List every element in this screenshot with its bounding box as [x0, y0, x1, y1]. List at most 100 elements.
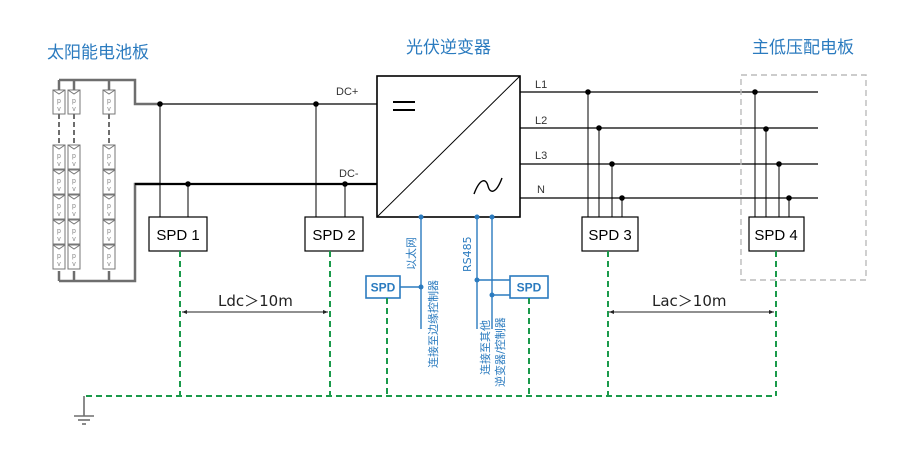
pv-module: pv — [67, 169, 81, 195]
pv-label: p — [72, 253, 76, 260]
pv-label: v — [107, 161, 111, 168]
pv-label: v — [57, 261, 61, 268]
pv-module: pv — [52, 219, 66, 245]
pv-label: v — [107, 261, 111, 268]
junction-dot — [763, 126, 769, 132]
pv-label: p — [107, 203, 111, 210]
pv-label: p — [72, 98, 76, 105]
junction-dot — [185, 181, 191, 187]
spd1-label: SPD 1 — [156, 227, 199, 244]
ac-label-l1: L1 — [535, 79, 547, 91]
ac-sine-icon — [473, 177, 503, 195]
spd1-connections — [159, 104, 189, 217]
junction-dot — [776, 161, 782, 167]
pv-module: pv — [52, 89, 66, 115]
dc-symbol-icon — [393, 101, 415, 111]
pv-label: v — [57, 186, 61, 193]
pv-module: pv — [52, 194, 66, 220]
pv-module: pv — [102, 244, 116, 270]
spd3-box[interactable]: SPD 3 — [581, 216, 639, 252]
spd2-label: SPD 2 — [312, 227, 355, 244]
junction-dot — [489, 214, 495, 220]
ac-bus — [520, 91, 818, 199]
spd3-label: SPD 3 — [588, 227, 631, 244]
spd3-connections — [587, 92, 623, 217]
pv-label: v — [107, 211, 111, 218]
pv-label: p — [107, 178, 111, 185]
pv-label: p — [107, 98, 111, 105]
rs485-label: RS485 — [461, 236, 474, 272]
pv-label: p — [57, 98, 61, 105]
pv-module: pv — [52, 244, 66, 270]
junction-dot — [609, 161, 615, 167]
spd-rs485-box[interactable]: SPD — [509, 275, 549, 299]
pv-module: pv — [52, 169, 66, 195]
pv-label: v — [72, 211, 76, 218]
junction-dot — [752, 89, 758, 95]
pv-module: pv — [102, 169, 116, 195]
pv-label: p — [57, 178, 61, 185]
spd-ethernet-box[interactable]: SPD — [365, 275, 401, 299]
pv-label: p — [72, 203, 76, 210]
pv-module: pv — [102, 89, 116, 115]
ac-label-l3: L3 — [535, 150, 547, 162]
pv-label: v — [72, 186, 76, 193]
inverter-box[interactable] — [376, 75, 521, 218]
distribution-board-box — [740, 74, 867, 281]
dc-positive-label: DC+ — [336, 86, 358, 98]
pv-label: p — [72, 178, 76, 185]
junction-dot — [418, 214, 424, 220]
pv-module: pv — [102, 194, 116, 220]
pv-label: v — [57, 236, 61, 243]
pv-positive-wire — [59, 78, 160, 106]
pv-label: p — [57, 253, 61, 260]
ac-distance-marker: Lac＞10m — [609, 292, 774, 314]
ac-label-l2: L2 — [535, 115, 547, 127]
inverter-title: 光伏逆变器 — [406, 38, 491, 58]
distribution-board-title: 主低压配电板 — [752, 38, 854, 58]
pv-label: v — [57, 161, 61, 168]
spd4-connections — [754, 92, 790, 217]
spd-ethernet-label: SPD — [371, 281, 396, 295]
junction-dot — [157, 101, 163, 107]
pv-module: pv — [67, 244, 81, 270]
junction-dot — [585, 89, 591, 95]
spd2-box[interactable]: SPD 2 — [304, 216, 364, 252]
communication-lines — [400, 217, 510, 329]
pv-label: v — [57, 211, 61, 218]
pv-label: v — [72, 161, 76, 168]
pv-label: v — [107, 186, 111, 193]
pv-module: pv — [67, 194, 81, 220]
spd4-box[interactable]: SPD 4 — [748, 216, 805, 252]
pv-label: v — [72, 261, 76, 268]
dc-bus: DC+ DC- — [135, 86, 377, 186]
dc-negative-label: DC- — [339, 168, 359, 180]
pv-label: p — [57, 228, 61, 235]
junction-dot — [313, 101, 319, 107]
ethernet-label: 以太网 — [405, 237, 418, 270]
junction-dot — [418, 284, 424, 290]
ac-label-n: N — [537, 184, 545, 196]
ethernet-destination-label: 连接至边缘控制器 — [426, 280, 440, 368]
dc-distance-marker: Ldc＞10m — [182, 292, 328, 314]
pv-label: v — [72, 106, 76, 113]
dc-distance-label: Ldc＞10m — [218, 292, 293, 310]
pv-label: p — [57, 153, 61, 160]
pv-label: v — [57, 106, 61, 113]
pv-label: v — [107, 106, 111, 113]
pv-label: v — [72, 236, 76, 243]
pv-module: pv — [67, 89, 81, 115]
rs485-destination-line1: 连接至其他 — [479, 320, 492, 375]
pv-label: p — [72, 153, 76, 160]
pv-label: p — [57, 203, 61, 210]
pv-label: p — [72, 228, 76, 235]
pv-module: pv — [102, 144, 116, 170]
spd4-label: SPD 4 — [754, 227, 797, 244]
spd1-box[interactable]: SPD 1 — [148, 216, 208, 252]
spd-rs485-label: SPD — [517, 281, 542, 295]
junction-dot — [489, 292, 495, 298]
ground-network — [86, 251, 777, 397]
junction-dot — [619, 195, 625, 201]
junction-dot — [474, 277, 480, 283]
